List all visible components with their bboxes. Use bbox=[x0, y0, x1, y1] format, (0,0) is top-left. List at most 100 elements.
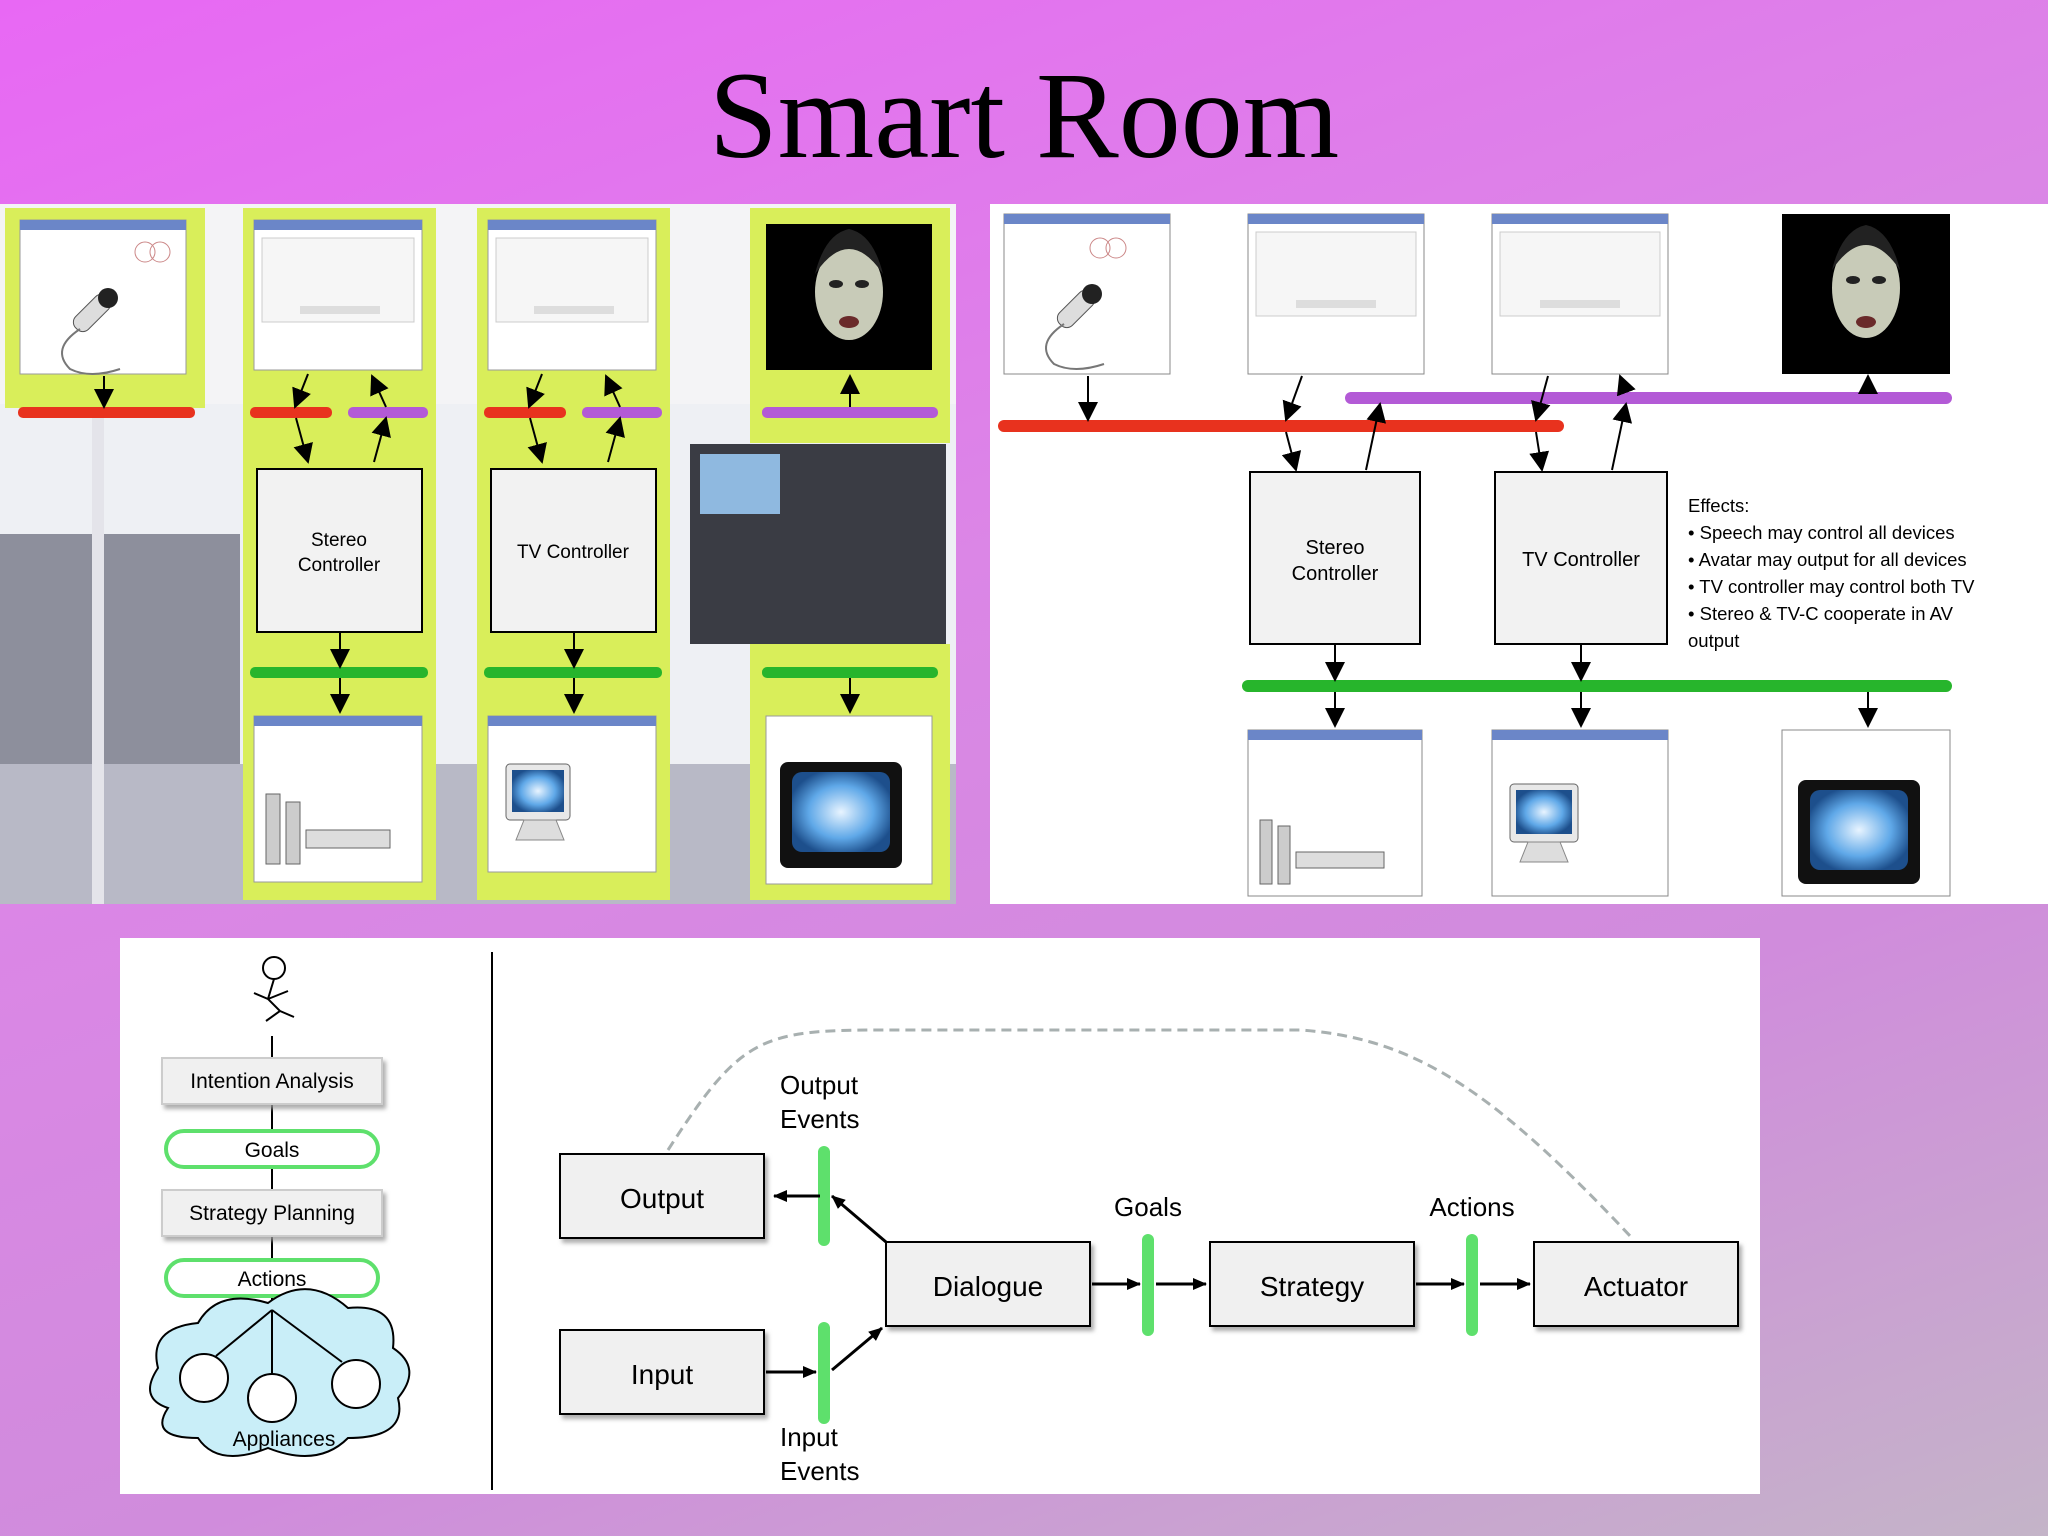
purple-bus-stereo bbox=[348, 407, 428, 418]
actions-pill bbox=[164, 1258, 380, 1298]
speaker-icon bbox=[265, 793, 301, 865]
intention-analysis-label: Intention Analysis bbox=[190, 1070, 353, 1093]
purple-bus-avatar bbox=[762, 407, 938, 418]
effects-item: • Stereo & TV-C cooperate in AV bbox=[1688, 603, 1954, 624]
red-bus-mic bbox=[18, 407, 195, 418]
output-events-marker bbox=[818, 1146, 830, 1246]
tv-controller-box bbox=[490, 468, 657, 633]
stereo-output-window bbox=[1247, 729, 1423, 897]
stereo-control-window bbox=[253, 219, 423, 371]
arrow bbox=[371, 416, 391, 463]
speaker-icon bbox=[1259, 819, 1291, 885]
display-output-window bbox=[1781, 729, 1951, 897]
arrow bbox=[293, 417, 313, 464]
output-label: Output bbox=[620, 1183, 704, 1214]
arrow bbox=[370, 374, 389, 408]
monitor-icon bbox=[1509, 783, 1579, 863]
left-architecture-diagram: Stereo Controller TV Controller bbox=[0, 204, 956, 904]
purple-bus-tv bbox=[582, 407, 662, 418]
green-bus-tv bbox=[484, 667, 662, 678]
effects-item: • Speech may control all devices bbox=[1688, 522, 1955, 543]
actions-label: Actions bbox=[1429, 1192, 1514, 1222]
right-architecture-diagram: Stereo Controller TV Controller Effects:… bbox=[990, 204, 2048, 904]
red-bus bbox=[998, 420, 1564, 432]
stereo-device-icon bbox=[1295, 851, 1385, 869]
tv-output-window bbox=[487, 715, 657, 873]
stereo-output-window bbox=[253, 715, 423, 883]
arrow bbox=[1616, 374, 1636, 397]
arrow bbox=[604, 374, 623, 408]
arrow bbox=[831, 1326, 883, 1372]
appliances-label: Appliances bbox=[233, 1428, 336, 1451]
avatar-face bbox=[766, 224, 932, 370]
arrow bbox=[831, 1194, 887, 1244]
strategy-box bbox=[1209, 1241, 1415, 1327]
stereo-device-icon bbox=[305, 829, 391, 849]
tv-output-window bbox=[1491, 729, 1669, 897]
dialogue-flow-diagram: Intention Analysis Goals Strategy Planni… bbox=[120, 938, 1760, 1494]
appliances-cloud-icon bbox=[149, 1288, 411, 1457]
actuator-label: Actuator bbox=[1584, 1271, 1688, 1302]
stereo-controller-box bbox=[256, 468, 423, 633]
green-bus-stereo bbox=[250, 667, 428, 678]
tv-controller-label: TV Controller bbox=[1522, 549, 1640, 571]
actions-marker bbox=[1466, 1234, 1478, 1336]
goals-pill-label: Goals bbox=[245, 1139, 300, 1162]
tv-control-window bbox=[487, 219, 657, 371]
stereo-controller-label-2: Controller bbox=[298, 555, 381, 576]
strategy-planning-box bbox=[161, 1189, 383, 1237]
arrow bbox=[526, 373, 545, 409]
arrow bbox=[1611, 402, 1633, 471]
tv-controller-box bbox=[1494, 471, 1668, 645]
arrow bbox=[527, 417, 547, 464]
microphone-window bbox=[19, 219, 187, 375]
input-label: Input bbox=[631, 1359, 693, 1390]
intention-analysis-box bbox=[161, 1057, 383, 1105]
room-tv-screen bbox=[700, 454, 780, 514]
input-events-marker bbox=[818, 1322, 830, 1424]
arrow bbox=[605, 416, 625, 463]
stereo-controller-label-1: Stereo bbox=[311, 530, 367, 551]
display-output-window bbox=[765, 715, 933, 885]
goals-marker bbox=[1142, 1234, 1154, 1336]
strategy-label: Strategy bbox=[1260, 1271, 1364, 1302]
arrow bbox=[1531, 375, 1551, 422]
feedback-dashed-curve bbox=[666, 1028, 1634, 1240]
effects-item: • Avatar may output for all devices bbox=[1688, 549, 1967, 570]
arrow bbox=[1529, 431, 1550, 472]
output-events-label-2: Events bbox=[780, 1104, 860, 1134]
microphone-icon bbox=[1045, 284, 1105, 370]
arrow bbox=[1282, 375, 1303, 422]
dialogue-label: Dialogue bbox=[933, 1271, 1044, 1302]
slide-title: Smart Room bbox=[708, 47, 1340, 184]
goals-label: Goals bbox=[1114, 1192, 1182, 1222]
crt-tv-icon bbox=[780, 762, 902, 868]
tv-controller-label: TV Controller bbox=[517, 542, 630, 563]
arrow bbox=[1281, 431, 1302, 472]
monitor-icon bbox=[505, 763, 571, 841]
effects-notes: Effects: • Speech may control all device… bbox=[1688, 495, 1975, 651]
input-box bbox=[559, 1329, 765, 1415]
microphone-window bbox=[1003, 213, 1171, 375]
dialogue-box bbox=[885, 1241, 1091, 1327]
input-events-label-2: Events bbox=[780, 1456, 860, 1486]
goals-pill bbox=[164, 1129, 380, 1169]
red-bus-stereo bbox=[250, 407, 332, 418]
arrow bbox=[1365, 402, 1387, 471]
output-box bbox=[559, 1153, 765, 1239]
purple-bus bbox=[1345, 392, 1952, 404]
avatar-face bbox=[1782, 214, 1950, 374]
crt-tv-icon bbox=[1798, 780, 1920, 884]
stereo-controller-label-2: Controller bbox=[1292, 563, 1379, 585]
microphone-icon bbox=[61, 288, 121, 375]
stereo-controller-box bbox=[1249, 471, 1421, 645]
arrow bbox=[292, 373, 311, 409]
effects-item: output bbox=[1688, 630, 1739, 651]
red-bus-tv bbox=[484, 407, 566, 418]
actuator-box bbox=[1533, 1241, 1739, 1327]
effects-title: Effects: bbox=[1688, 495, 1749, 516]
stereo-control-window bbox=[1247, 213, 1425, 375]
strategy-planning-label: Strategy Planning bbox=[189, 1202, 355, 1225]
input-events-label-1: Input bbox=[780, 1422, 839, 1452]
green-bus-display bbox=[762, 667, 938, 678]
